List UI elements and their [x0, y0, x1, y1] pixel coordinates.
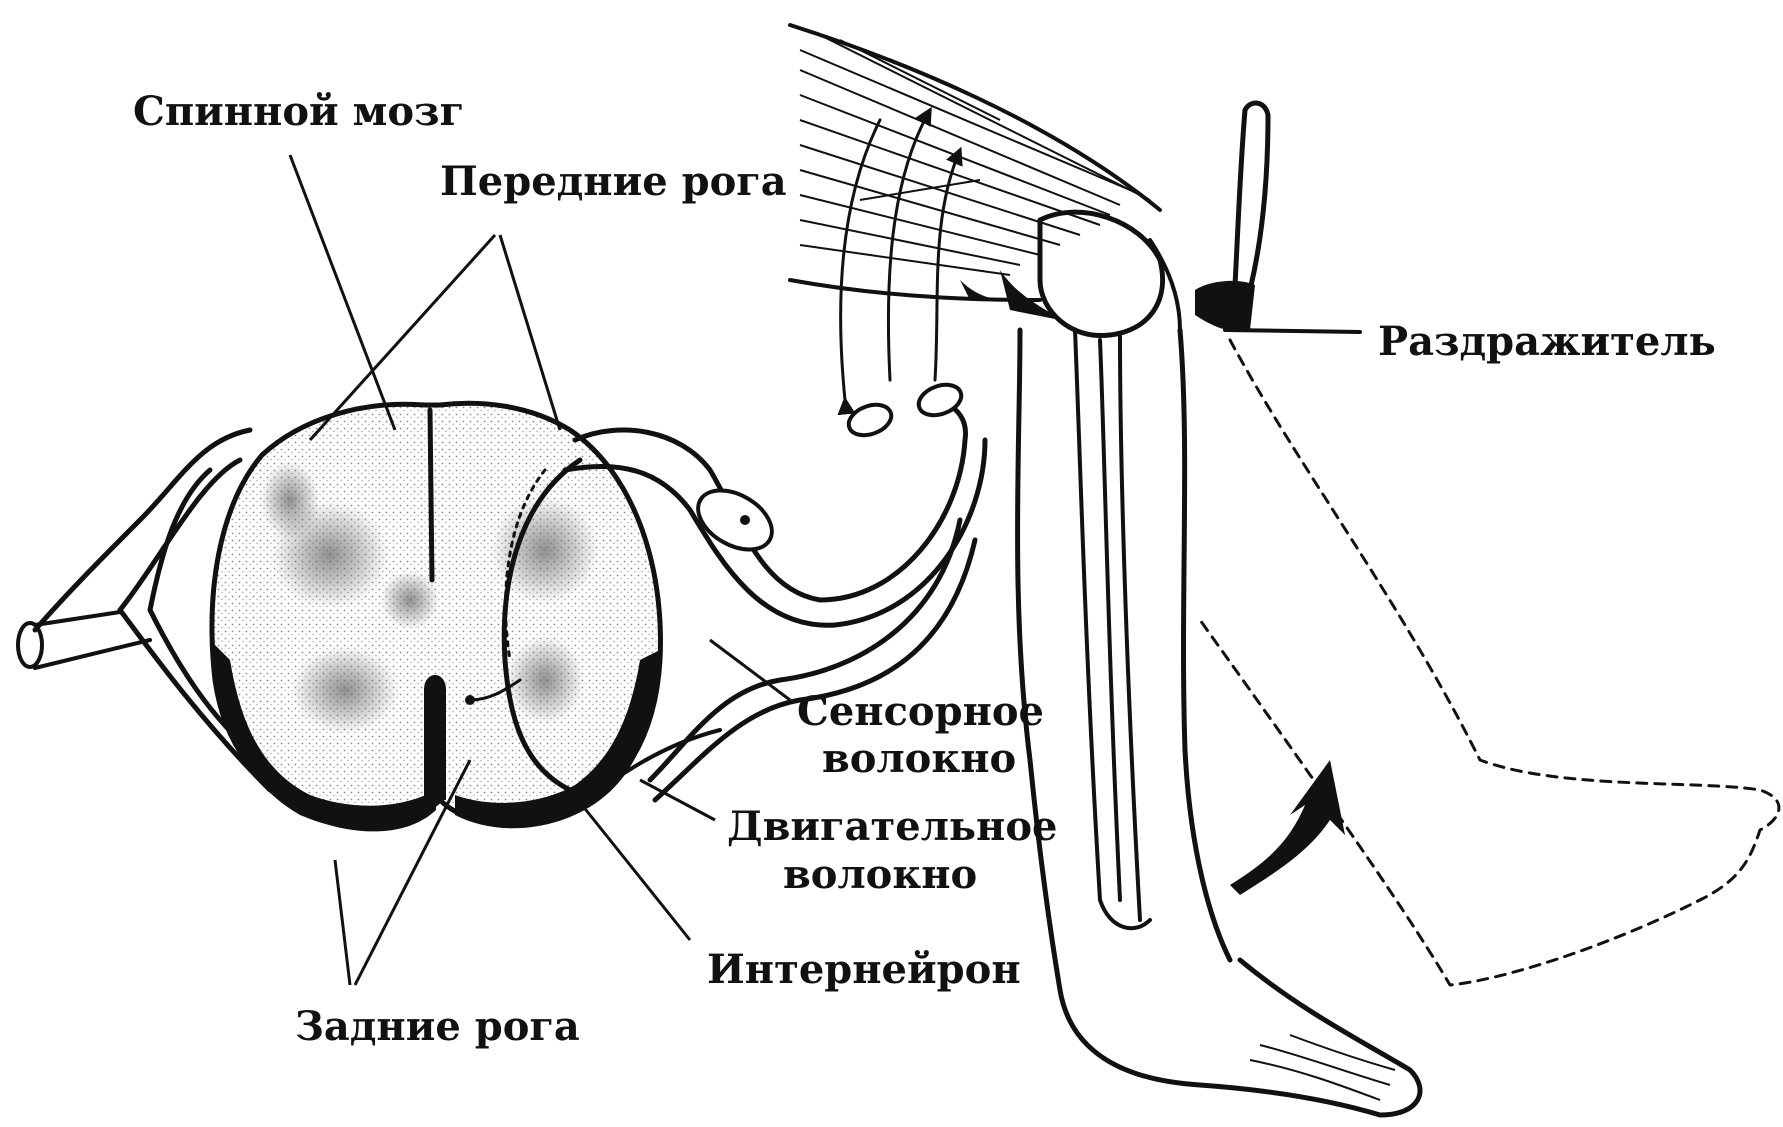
label-sensory-fiber-line2: волокно [822, 735, 1016, 782]
label-motor-fiber-line2: волокно [783, 851, 977, 898]
label-motor-fiber-line1: Двигательное [727, 803, 1057, 850]
spinal-cord-section [18, 403, 660, 831]
label-interneuron: Интернейрон [707, 946, 1021, 993]
label-posterior-horns: Задние рога [295, 1003, 580, 1050]
label-stimulus: Раздражитель [1378, 318, 1716, 365]
label-spinal-cord: Спинной мозг [133, 88, 464, 135]
label-anterior-horns: Передние рога [440, 158, 787, 205]
reflex-hammer-icon [1235, 103, 1268, 290]
label-sensory-fiber-line1: Сенсорное [797, 688, 1044, 735]
